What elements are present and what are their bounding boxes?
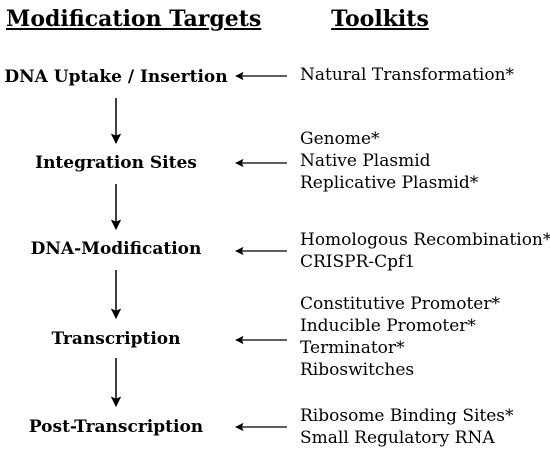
toolkit-item: Terminator* [300,338,405,358]
toolkit-group-integration-sites: Genome* Native Plasmid Replicative Plasm… [300,128,478,194]
toolkits-header: Toolkits [331,6,429,32]
toolkit-item: Constitutive Promoter* [300,294,500,314]
toolkit-item: Natural Transformation* [300,65,515,85]
toolkit-group-transcription: Constitutive Promoter* Inducible Promote… [300,293,500,381]
stage-transcription-label: Transcription [51,329,181,349]
toolkit-item: Ribosome Binding Sites* [300,406,514,426]
modification-targets-header: Modification Targets [6,6,262,32]
stage-dna-modification-label: DNA-Modification [30,239,202,259]
toolkit-item: Inducible Promoter* [300,316,476,336]
stage-post-transcription-label: Post-Transcription [28,417,204,437]
toolkit-item: Riboswitches [300,360,415,380]
toolkit-item: Small Regulatory RNA [300,428,495,448]
stage-integration-sites-label: Integration Sites [35,153,197,173]
toolkit-group-dna-modification: Homologous Recombination* CRISPR-Cpf1 [300,229,550,273]
toolkit-group-post-transcription: Ribosome Binding Sites* Small Regulatory… [300,405,514,449]
toolkit-item: Native Plasmid [300,151,431,171]
toolkit-item: Homologous Recombination* [300,230,550,250]
toolkit-item: CRISPR-Cpf1 [300,252,416,272]
toolkit-item: Genome* [300,129,380,149]
toolkit-group-dna-uptake: Natural Transformation* [300,64,514,86]
stage-dna-uptake-label: DNA Uptake / Insertion [4,67,228,87]
toolkit-item: Replicative Plasmid* [300,173,479,193]
